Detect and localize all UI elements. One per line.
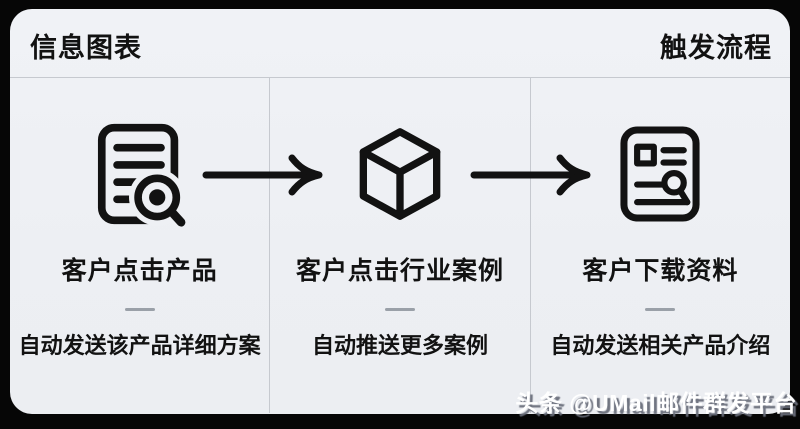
step-subtitle: 自动发送该产品详细方案: [18, 333, 261, 358]
steps-row: 客户点击产品 自动发送该产品详细方案 客户点击行业案例 自动推送更多案例: [10, 78, 790, 413]
document-report-icon: [616, 118, 704, 230]
step-title: 客户下载资料: [582, 257, 739, 285]
header-left-title: 信息图表: [30, 32, 142, 63]
document-search-icon: [92, 118, 188, 230]
step-title: 客户点击行业案例: [295, 257, 504, 285]
flow-arrow-icon: [470, 154, 591, 196]
divider-dash: [124, 308, 155, 311]
flow-arrow-icon: [202, 154, 323, 196]
header-right-title: 触发流程: [660, 32, 772, 63]
step-column-3: 客户下载资料 自动发送相关产品介绍: [529, 78, 790, 413]
step-title: 客户点击产品: [61, 257, 218, 285]
cube-icon: [356, 118, 444, 230]
divider-dash: [384, 308, 415, 311]
step-subtitle: 自动发送相关产品介绍: [550, 333, 771, 358]
step-column-1: 客户点击产品 自动发送该产品详细方案: [10, 78, 269, 413]
flow-card: 信息图表 触发流程: [10, 9, 790, 414]
step-subtitle: 自动推送更多案例: [311, 333, 488, 358]
divider-dash: [645, 308, 676, 311]
watermark: 头条 @UMail邮件群发平台: [515, 390, 797, 416]
step-column-2: 客户点击行业案例 自动推送更多案例: [269, 78, 529, 413]
card-header: 信息图表 触发流程: [10, 9, 790, 78]
